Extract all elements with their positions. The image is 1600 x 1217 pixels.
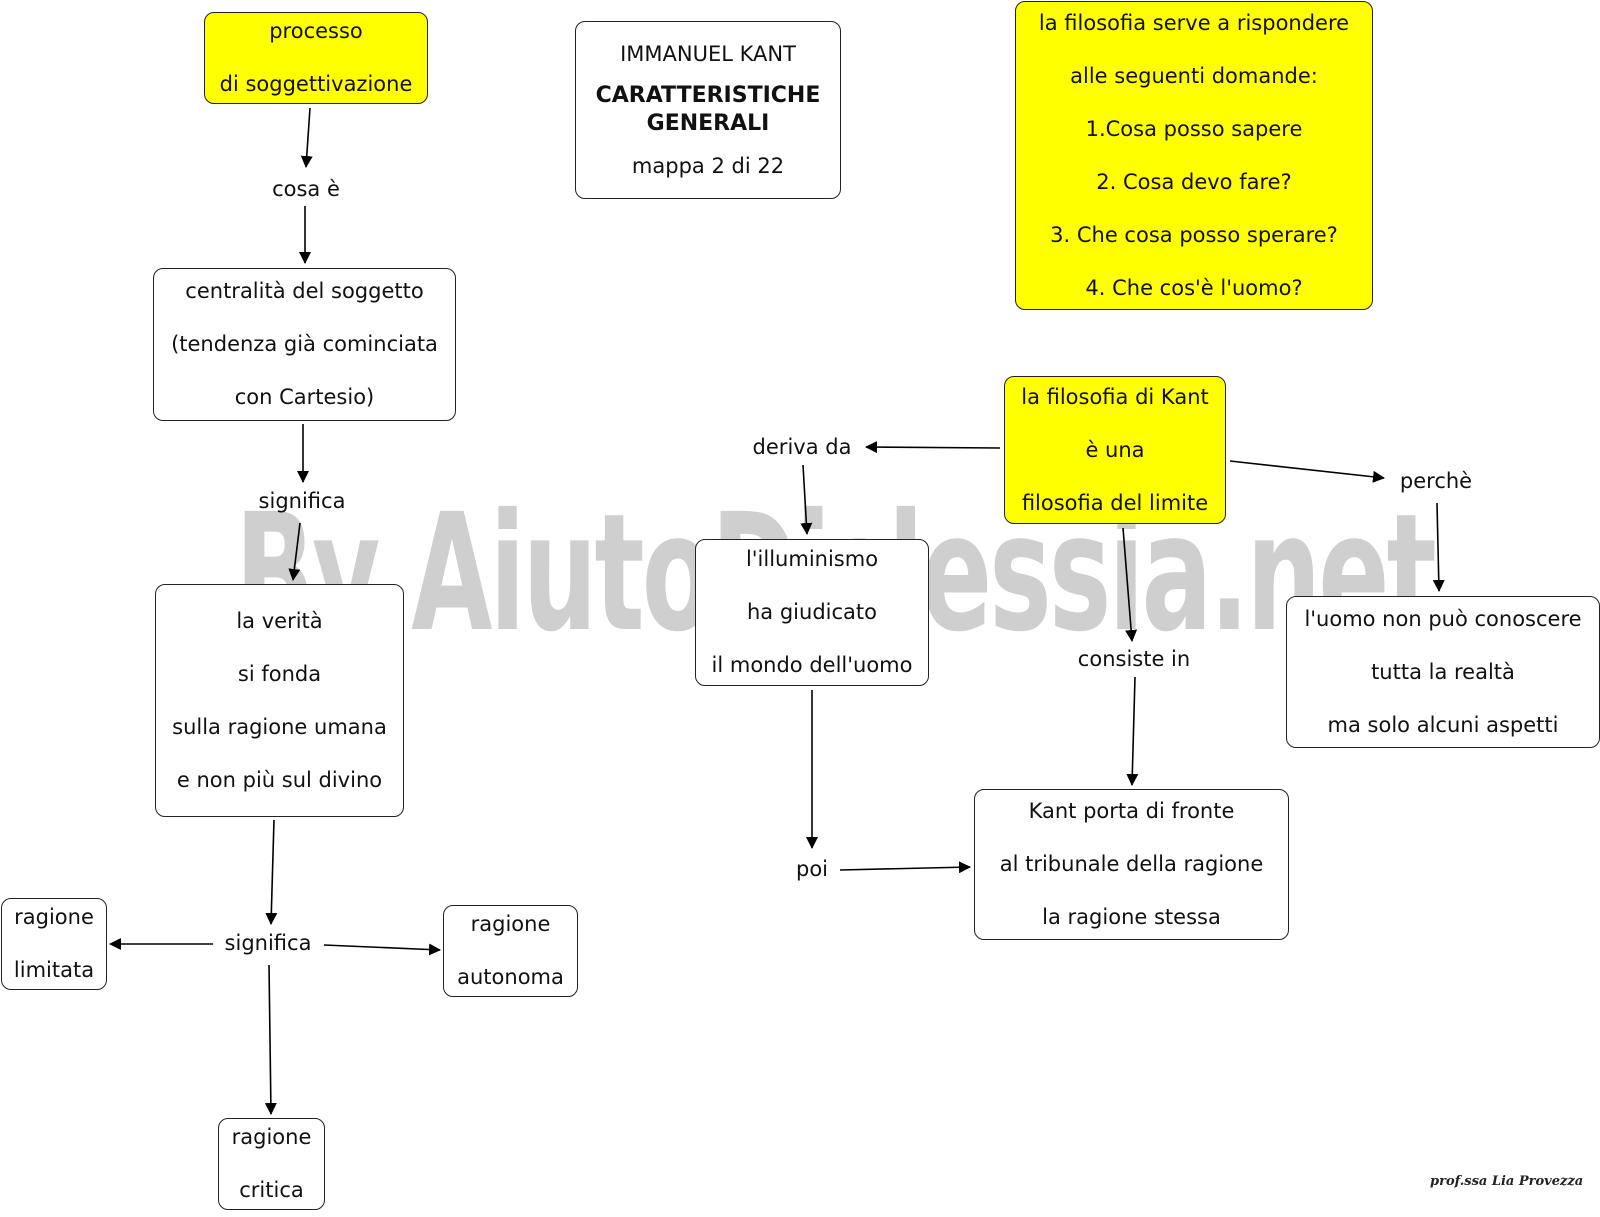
tribunal-line: al tribunale della ragione — [999, 852, 1264, 876]
arrow-significa-to-critical — [264, 964, 277, 1115]
enlightenment-line: ha giudicato — [747, 600, 877, 624]
process-line: processo — [269, 19, 363, 43]
critical-line: ragione — [231, 1125, 312, 1149]
arrow-significa-to-truth — [288, 522, 301, 581]
title-map-number: mappa 2 di 22 — [631, 154, 785, 178]
man-line: l'uomo non può conoscere — [1304, 606, 1582, 631]
title-author: IMMANUEL KANT — [620, 42, 796, 66]
arrow-perche-to-man — [1432, 502, 1445, 592]
questions-line: 3. Che cosa posso sperare? — [1050, 222, 1338, 247]
label-deriva-da: deriva da — [752, 435, 852, 459]
kant-line: la filosofia di Kant — [1021, 384, 1209, 409]
arrow-deriva-da-to-enlightenment — [800, 464, 813, 535]
arrow-consiste-in-to-tribunal — [1126, 676, 1139, 786]
enlightenment-box: l'illuminismo ha giudicato il mondo dell… — [695, 539, 929, 686]
questions-box: la filosofia serve a rispondere alle seg… — [1015, 1, 1373, 310]
truth-line: e non più sul divino — [176, 767, 383, 792]
tribunal-line: Kant porta di fronte — [1028, 799, 1235, 823]
centrality-box: centralità del soggetto (tendenza già co… — [153, 268, 456, 421]
arrow-kant-to-consiste-in — [1122, 527, 1138, 642]
questions-line: 4. Che cos'è l'uomo? — [1085, 275, 1303, 300]
label-consiste-in: consiste in — [1077, 647, 1191, 671]
kant-line: filosofia del limite — [1021, 490, 1209, 515]
arrow-poi-to-tribunal — [839, 861, 971, 874]
truth-line: sulla ragione umana — [172, 714, 387, 739]
kant-line: è una — [1085, 437, 1145, 462]
critical-line: critica — [239, 1178, 304, 1202]
autonomous-reason-box: ragione autonoma — [443, 905, 578, 997]
critical-reason-box: ragione critica — [218, 1118, 325, 1210]
label-significa: significa — [224, 931, 312, 955]
questions-line: 2. Cosa devo fare? — [1096, 169, 1292, 194]
centrality-line: centralità del soggetto — [185, 279, 424, 303]
man-line: tutta la realtà — [1371, 659, 1515, 684]
enlightenment-line: l'illuminismo — [745, 547, 879, 571]
centrality-line: con Cartesio) — [234, 385, 375, 409]
truth-line: la verità — [236, 608, 323, 633]
title-heading-2: GENERALI — [646, 111, 770, 136]
arrow-process-to-cosa-e — [300, 107, 313, 168]
questions-line: 1.Cosa posso sapere — [1085, 116, 1303, 141]
kant-limit-box: la filosofia di Kant è una filosofia del… — [1004, 376, 1226, 524]
process-line: di soggettivazione — [219, 72, 413, 96]
label-cosa-e: cosa è — [272, 177, 340, 201]
questions-line: la filosofia serve a rispondere — [1038, 10, 1350, 35]
arrow-significa-to-autonomous — [323, 943, 441, 956]
label-perche: perchè — [1399, 469, 1473, 493]
title-heading-1: CARATTERISTICHE — [595, 83, 821, 108]
tribunal-line: la ragione stessa — [1042, 905, 1221, 929]
label-significa: significa — [258, 489, 346, 513]
label-poi: poi — [795, 857, 829, 881]
limited-reason-box: ragione limitata — [1, 898, 107, 990]
enlightenment-line: il mondo dell'uomo — [711, 653, 913, 677]
centrality-line: (tendenza già cominciata — [171, 332, 438, 356]
arrow-kant-to-perche — [1229, 460, 1385, 483]
limited-line: ragione — [14, 905, 94, 929]
truth-box: la verità si fonda sulla ragione umana e… — [155, 584, 404, 817]
autonomous-line: autonoma — [457, 965, 564, 989]
autonomous-line: ragione — [470, 912, 551, 936]
author-signature: prof.ssa Lia Provezza — [1430, 1174, 1584, 1189]
title-box: IMMANUEL KANT CARATTERISTICHE GENERALI m… — [575, 21, 841, 199]
process-box: processo di soggettivazione — [204, 12, 428, 104]
man-line: ma solo alcuni aspetti — [1327, 712, 1559, 737]
arrow-truth-to-significa — [265, 819, 278, 925]
man-knowledge-box: l'uomo non può conoscere tutta la realtà… — [1286, 596, 1600, 748]
limited-line: limitata — [13, 958, 95, 982]
truth-line: si fonda — [237, 661, 322, 686]
tribunal-box: Kant porta di fronte al tribunale della … — [974, 789, 1289, 940]
arrow-kant-to-deriva-da — [865, 441, 1001, 454]
questions-line: alle seguenti domande: — [1070, 63, 1318, 88]
